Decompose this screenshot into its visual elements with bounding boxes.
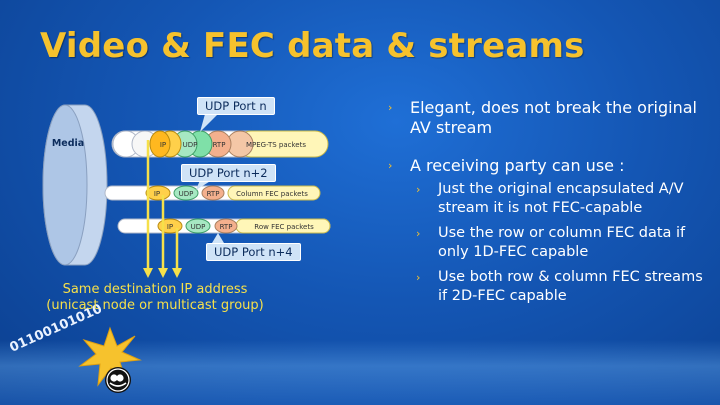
destination-caption: Same destination IP address (unicast nod… (40, 282, 270, 314)
port-label-n: UDP Port n (197, 97, 275, 115)
pbs-logo-icon (105, 367, 131, 393)
stream-pipe-1: IP UDP RTP MPEG-TS packets (111, 130, 329, 158)
media-cylinder: Media (42, 104, 108, 266)
caption-line-1: Same destination IP address (62, 282, 248, 297)
starburst-icon (78, 326, 142, 387)
stream-1-payload: MPEG-TS packets (246, 141, 306, 149)
sub-bullet-arrow-icon: › (416, 271, 421, 284)
sub-bullet-3: › Use both row & column FEC streams if 2… (416, 268, 708, 306)
stream-1-ip: IP (160, 141, 166, 149)
stream-3-ip: IP (167, 223, 173, 231)
sub-bullet-2-text: Use the row or column FEC data if only 1… (438, 225, 686, 260)
stream-3-udp: UDP (191, 223, 206, 231)
caption-line-2: (unicast node or multicast group) (46, 298, 264, 313)
destination-arrows (143, 140, 182, 278)
port-label-n2: UDP Port n+2 (181, 164, 276, 182)
sub-bullet-1-text: Just the original encapsulated A/V strea… (438, 181, 684, 216)
stream-2-ip: IP (154, 190, 160, 198)
sub-bullet-arrow-icon: › (416, 183, 421, 196)
bullet-1: › Elegant, does not break the original A… (388, 98, 708, 138)
bullet-arrow-icon: › (388, 159, 393, 172)
port-1-pointer (200, 114, 218, 132)
bullet-arrow-icon: › (388, 101, 393, 114)
bullet-1-text: Elegant, does not break the original AV … (410, 98, 697, 137)
stream-pipe-3: IP UDP RTP Row FEC packets (117, 218, 331, 234)
stream-1-udp: UDP (183, 141, 198, 149)
sub-bullet-3-text: Use both row & column FEC streams if 2D-… (438, 269, 703, 304)
bullet-list: › Elegant, does not break the original A… (388, 98, 708, 312)
stream-3-rtp: RTP (220, 223, 233, 231)
sub-bullet-1: › Just the original encapsulated A/V str… (416, 180, 708, 218)
stream-1-rtp: RTP (213, 141, 226, 149)
stream-2-payload: Column FEC packets (236, 190, 308, 198)
port-2-pointer (196, 180, 212, 190)
bullet-2-text: A receiving party can use : (410, 156, 625, 175)
sub-bullet-arrow-icon: › (416, 227, 421, 240)
sub-bullet-2: › Use the row or column FEC data if only… (416, 224, 708, 262)
stream-pipe-2: IP UDP RTP Column FEC packets (104, 185, 321, 201)
port-3-pointer (212, 233, 224, 243)
slide-title: Video & FEC data & streams (40, 26, 585, 66)
stream-2-udp: UDP (179, 190, 194, 198)
bullet-2: › A receiving party can use : (388, 156, 708, 176)
stream-2-rtp: RTP (207, 190, 220, 198)
stream-3-payload: Row FEC packets (254, 223, 314, 231)
media-label: Media (52, 138, 84, 149)
port-label-n4: UDP Port n+4 (206, 243, 301, 261)
